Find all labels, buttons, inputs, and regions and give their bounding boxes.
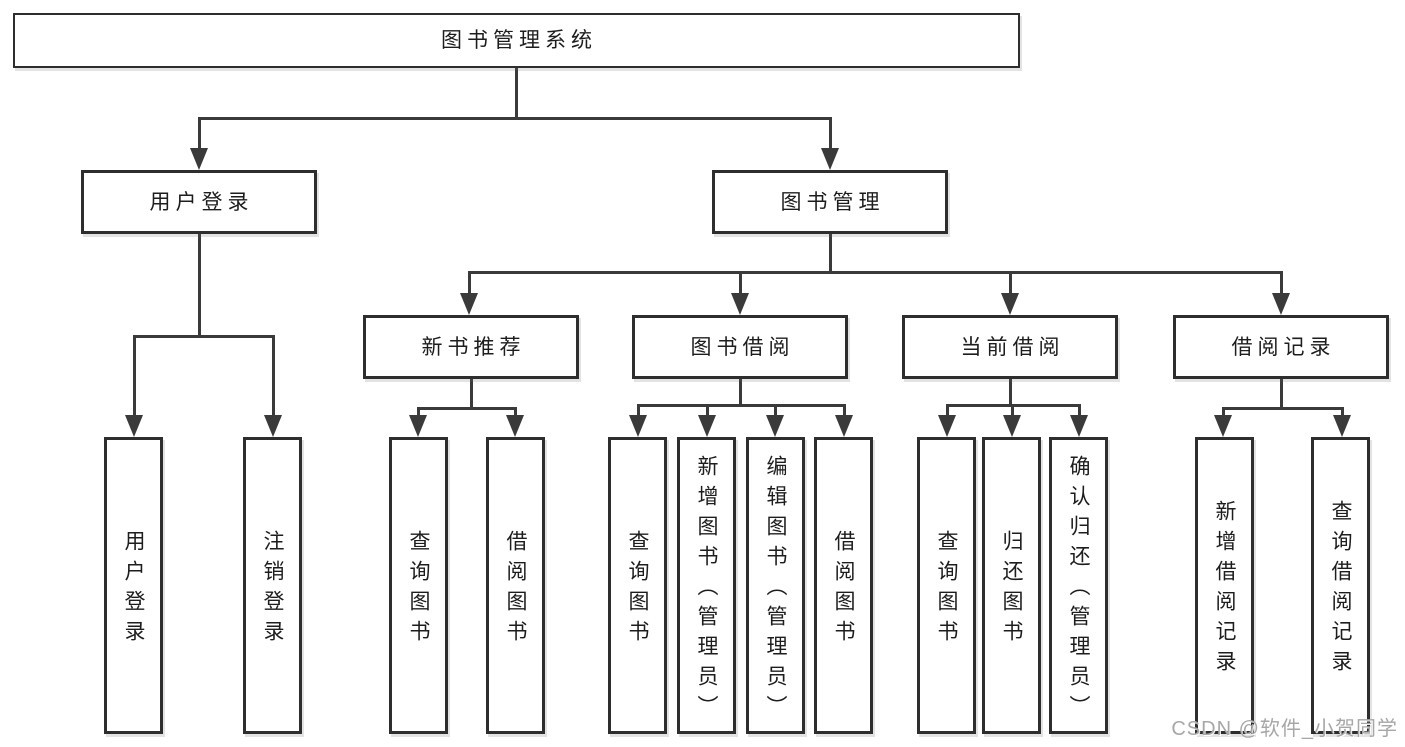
connector-user-login-bar [133,335,275,338]
node-leaf-borrow-book: 借阅图书 [814,437,873,734]
connector-arrow-stem-leaf-8 [843,404,846,417]
connector-user-login-stem [198,234,201,337]
connector-arrow-stem-leaf-6 [706,404,709,417]
connector-arrow-stem-leaf-4 [514,407,517,417]
arrow-down-icon-book-borrow [731,293,749,315]
connector-arrow-stem-user-login [198,117,201,150]
node-leaf-confirm-return-admin: 确认归还（管理员） [1049,437,1108,734]
node-leaf-logout: 注销登录 [243,437,302,734]
connector-arrow-stem-leaf-3 [417,407,420,417]
arrow-down-icon-leaf-10 [1003,415,1021,437]
node-leaf-edit-book-admin: 编辑图书（管理员） [746,437,805,734]
node-leaf-login-label: 用户登录 [122,530,145,650]
arrow-down-icon-borrow-records [1272,293,1290,315]
node-leaf-borrow-book-recommend-label: 借阅图书 [504,530,527,650]
node-current-borrow-label: 当前借阅 [960,335,1065,359]
node-new-book-recommend: 新书推荐 [363,315,579,379]
node-borrow-records: 借阅记录 [1173,315,1389,379]
connector-arrow-stem-leaf-5 [637,404,640,417]
node-root: 图书管理系统 [13,13,1020,68]
node-user-login-label: 用户登录 [149,190,254,214]
node-leaf-query-book-borrow-label: 查询图书 [626,530,649,650]
connector-arrow-stem-leaf-10 [1011,404,1014,417]
connector-arrow-stem-current-borrow [1009,271,1012,295]
node-leaf-add-book-admin: 新增图书（管理员） [677,437,736,734]
arrow-down-icon-leaf-12 [1214,415,1232,437]
arrow-down-icon-leaf-11 [1070,415,1088,437]
arrow-down-icon-leaf-7 [766,415,784,437]
arrow-down-icon-leaf-13 [1333,415,1351,437]
connector-arrow-stem-book-borrow [739,271,742,295]
connector-arrow-stem-leaf-13 [1341,407,1344,417]
node-current-borrow: 当前借阅 [902,315,1118,379]
arrow-down-icon-leaf-4 [506,415,524,437]
arrow-down-icon-leaf-8 [835,415,853,437]
node-book-management: 图书管理 [712,170,948,234]
connector-borrow-records-stem [1280,379,1283,409]
node-leaf-edit-book-admin-label: 编辑图书（管理员） [764,455,787,725]
connector-book-management-bar [468,271,1283,274]
arrow-down-icon-leaf-login [125,415,143,437]
connector-root-stem [515,68,518,118]
connector-book-borrow-bar [637,404,846,407]
connector-borrow-records-bar [1222,407,1343,410]
node-leaf-query-book-borrow: 查询图书 [608,437,667,734]
connector-arrow-stem-leaf-9 [946,404,949,417]
arrow-down-icon-leaf-3 [409,415,427,437]
connector-arrow-stem-leaf-11 [1078,404,1081,417]
connector-book-borrow-stem [739,379,742,406]
arrow-down-icon-user-login [190,148,208,170]
arrow-down-icon-leaf-6 [698,415,716,437]
node-leaf-login: 用户登录 [104,437,163,734]
node-book-borrow-label: 图书借阅 [690,335,795,359]
node-leaf-query-borrow-record: 查询借阅记录 [1311,437,1370,734]
node-leaf-query-book-current: 查询图书 [917,437,976,734]
node-leaf-logout-label: 注销登录 [261,530,284,650]
node-leaf-return-book: 归还图书 [982,437,1041,734]
node-leaf-query-borrow-record-label: 查询借阅记录 [1329,500,1352,680]
node-leaf-confirm-return-admin-label: 确认归还（管理员） [1067,455,1090,725]
node-new-book-recommend-label: 新书推荐 [421,335,526,359]
connector-root-bar [198,117,831,120]
arrow-down-icon-leaf-logout [264,415,282,437]
connector-new-book-recommend-stem [470,379,473,409]
connector-new-book-recommend-bar [417,407,517,410]
node-book-borrow: 图书借阅 [632,315,848,379]
arrow-down-icon-book-management [821,148,839,170]
connector-arrow-stem-leaf-7 [774,404,777,417]
connector-arrow-stem-leaf-login [133,335,136,417]
node-leaf-add-borrow-record: 新增借阅记录 [1195,437,1254,734]
arrow-down-icon-leaf-9 [938,415,956,437]
connector-arrow-stem-leaf-12 [1222,407,1225,417]
connector-arrow-stem-new-book-recommend [468,271,471,295]
arrow-down-icon-leaf-5 [629,415,647,437]
node-book-management-label: 图书管理 [780,190,885,214]
connector-arrow-stem-borrow-records [1280,271,1283,295]
node-leaf-query-book-current-label: 查询图书 [935,530,958,650]
connector-arrow-stem-leaf-logout [272,335,275,417]
node-leaf-add-borrow-record-label: 新增借阅记录 [1213,500,1236,680]
node-borrow-records-label: 借阅记录 [1231,335,1336,359]
watermark: CSDN @软件_小贺同学 [1171,718,1398,740]
node-leaf-query-book-recommend: 查询图书 [389,437,448,734]
node-leaf-return-book-label: 归还图书 [1000,530,1023,650]
connector-book-management-stem [829,234,832,274]
node-leaf-borrow-book-recommend: 借阅图书 [486,437,545,734]
connector-arrow-stem-book-management [829,117,832,150]
node-root-label: 图书管理系统 [441,29,597,52]
node-leaf-query-book-recommend-label: 查询图书 [407,530,430,650]
connector-current-borrow-stem [1009,379,1012,406]
node-user-login: 用户登录 [81,170,317,234]
node-leaf-borrow-book-label: 借阅图书 [832,530,855,650]
arrow-down-icon-current-borrow [1001,293,1019,315]
node-leaf-add-book-admin-label: 新增图书（管理员） [695,455,718,725]
arrow-down-icon-new-book-recommend [460,293,478,315]
